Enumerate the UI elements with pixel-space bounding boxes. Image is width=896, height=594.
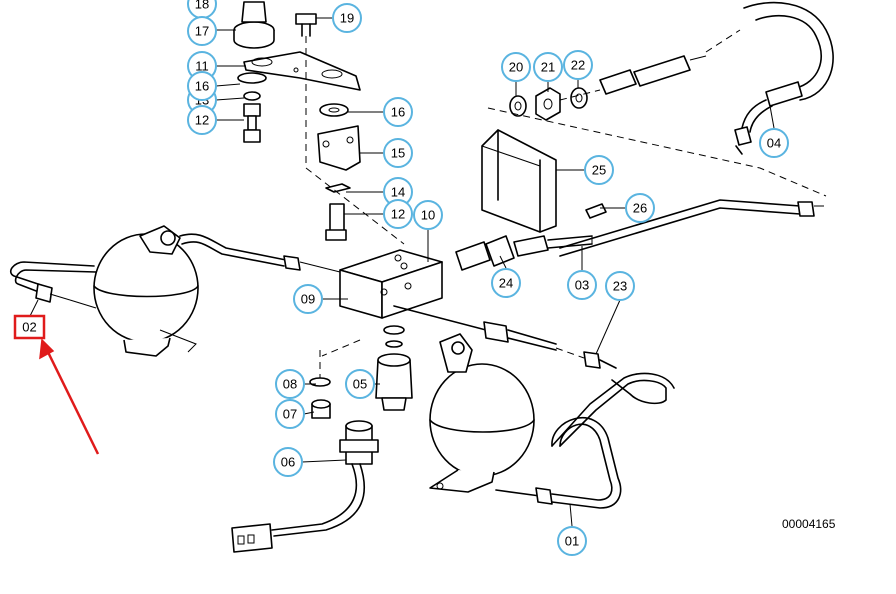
accumulator-right-drawing (429, 333, 675, 509)
callout-05[interactable]: 05 (345, 369, 375, 399)
callout-08[interactable]: 08 (275, 369, 305, 399)
callout-07[interactable]: 07 (275, 399, 305, 429)
callout-20[interactable]: 20 (501, 52, 531, 82)
bolt-stack-left (237, 72, 267, 143)
callout-16a-label: 16 (195, 79, 209, 94)
callout-23-label: 23 (613, 279, 627, 294)
washer-drawing-08 (309, 377, 331, 387)
callout-12b[interactable]: 12 (383, 199, 413, 229)
callout-12a-label: 12 (195, 113, 209, 128)
sensor-drawing-06 (231, 420, 379, 553)
accumulator-left-drawing (9, 225, 341, 357)
callout-01[interactable]: 01 (557, 526, 587, 556)
callout-10-label: 10 (421, 208, 435, 223)
callout-21[interactable]: 21 (533, 52, 563, 82)
callout-18-label: 18 (195, 0, 209, 12)
callout-24[interactable]: 24 (491, 268, 521, 298)
washer-drawing-16b (319, 103, 349, 117)
callout-11-label: 11 (195, 59, 209, 74)
valve-drawing-24 (455, 235, 593, 271)
leader-lines (29, 17, 775, 527)
callout-22[interactable]: 22 (563, 50, 593, 80)
callout-10[interactable]: 10 (413, 200, 443, 230)
callout-18[interactable]: 18 (187, 0, 217, 19)
callout-01-label: 01 (565, 534, 579, 549)
dashed-line-top (487, 107, 827, 197)
plug-drawing-07 (311, 399, 331, 419)
mounting-plate-drawing (243, 51, 361, 91)
callout-06[interactable]: 06 (273, 447, 303, 477)
callout-15[interactable]: 15 (383, 138, 413, 168)
callout-19[interactable]: 19 (332, 3, 362, 33)
callout-05-label: 05 (353, 377, 367, 392)
bolt-stack-center (325, 183, 351, 241)
callout-17[interactable]: 17 (187, 16, 217, 46)
bolt-drawing-26 (585, 203, 607, 219)
callout-04[interactable]: 04 (759, 128, 789, 158)
callout-03[interactable]: 03 (567, 270, 597, 300)
valve-block-drawing (339, 249, 443, 319)
callout-09-label: 09 (301, 292, 315, 307)
hose-assembly-drawing (599, 1, 834, 155)
bracket-drawing-15 (317, 125, 361, 171)
callout-25-label: 25 (592, 163, 606, 178)
dashed-line-vertical (305, 36, 405, 245)
bracket-drawing (481, 129, 557, 233)
callout-14-label: 14 (391, 185, 405, 200)
callout-17-label: 17 (195, 24, 209, 39)
highlight-arrow (39, 338, 100, 455)
rubber-mount-drawing (233, 1, 275, 49)
diagram-reference-number: 00004165 (782, 517, 836, 531)
callout-12b-label: 12 (391, 207, 405, 222)
callout-03-label: 03 (575, 278, 589, 293)
pressure-switch-drawing (375, 325, 413, 411)
dashed-line-washers (559, 89, 601, 101)
callout-20-label: 20 (509, 60, 523, 75)
callout-22-label: 22 (571, 58, 585, 73)
callout-12a[interactable]: 12 (187, 105, 217, 135)
brake-line-upper (559, 199, 824, 257)
callout-25[interactable]: 25 (584, 155, 614, 185)
callout-02-label: 02 (22, 320, 36, 335)
callout-21-label: 21 (541, 60, 555, 75)
callout-15-label: 15 (391, 146, 405, 161)
brake-line-lower (393, 305, 617, 369)
washer-group-drawing (509, 87, 588, 121)
callout-06-label: 06 (281, 455, 295, 470)
bolt-drawing-19 (295, 13, 317, 37)
callout-26[interactable]: 26 (625, 193, 655, 223)
callout-24-label: 24 (499, 276, 513, 291)
callout-26-label: 26 (633, 201, 647, 216)
callout-02-highlighted[interactable]: 02 (13, 314, 46, 340)
callout-16b-label: 16 (391, 105, 405, 120)
callout-19-label: 19 (340, 11, 354, 26)
callout-16b[interactable]: 16 (383, 97, 413, 127)
callout-23[interactable]: 23 (605, 271, 635, 301)
callout-16a[interactable]: 16 (187, 71, 217, 101)
callout-08-label: 08 (283, 377, 297, 392)
callout-04-label: 04 (767, 136, 781, 151)
callout-09[interactable]: 09 (293, 284, 323, 314)
callout-07-label: 07 (283, 407, 297, 422)
